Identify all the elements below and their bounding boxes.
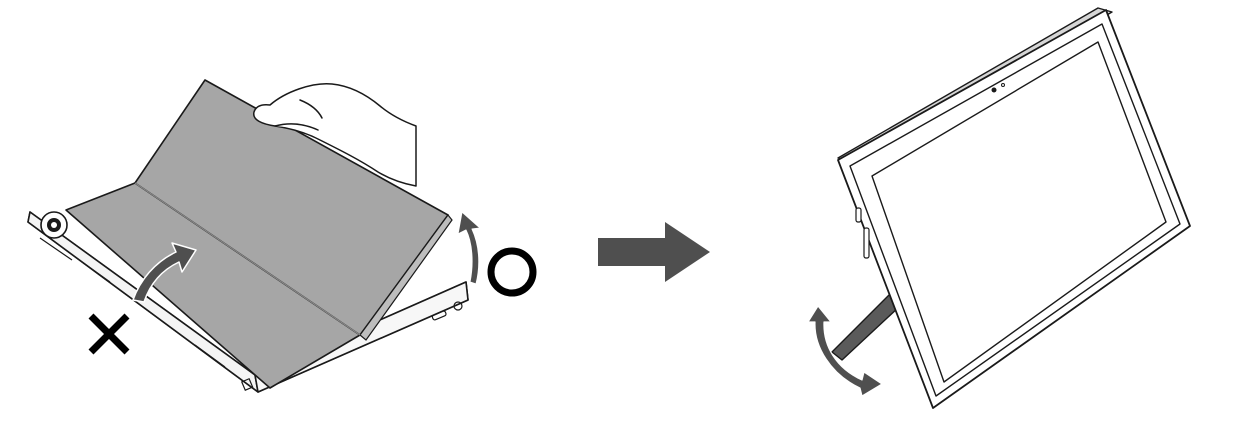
wrong-mark-icon — [88, 313, 130, 355]
step-arrow — [590, 218, 720, 286]
tablet-screen — [871, 41, 1167, 383]
right-arrow-icon — [598, 222, 710, 282]
front-camera — [991, 87, 997, 93]
rotate-arrow-icon — [807, 305, 883, 397]
camera-ring — [40, 211, 68, 239]
cover-fold-line — [134, 182, 361, 336]
stand-deployed-step — [790, 0, 1241, 439]
correct-mark-icon — [487, 247, 537, 297]
kickstand — [831, 293, 901, 361]
open-cover-step — [0, 0, 560, 439]
tablet-stand-drawing — [807, 7, 1191, 409]
tablet-ports — [39, 237, 463, 391]
curved-arrow-icon — [132, 242, 197, 303]
hand-icon — [253, 83, 417, 187]
tablet-cover-drawing — [27, 79, 537, 393]
side-buttons — [855, 207, 870, 259]
curved-arrow-icon — [457, 211, 481, 285]
